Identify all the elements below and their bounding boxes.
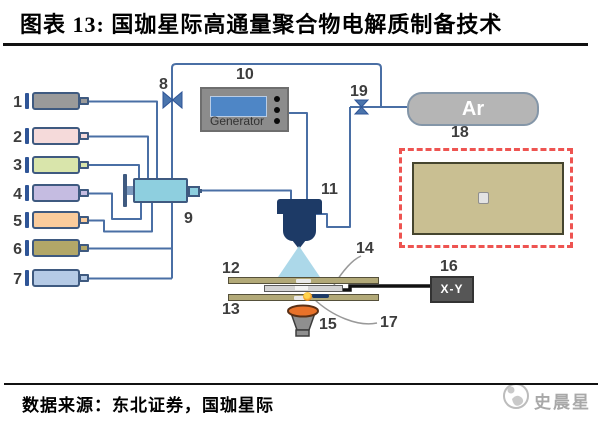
substrate-window — [295, 286, 308, 290]
sample-strip — [312, 294, 329, 298]
valve-19-icon — [353, 99, 370, 115]
figure-title: 图表 13: 国珈星际高通量聚合物电解质制备技术 — [20, 12, 503, 37]
collector-gap — [296, 278, 311, 283]
syringe-body — [32, 239, 80, 257]
syringe-plunger — [25, 270, 29, 286]
syringe-tip — [79, 274, 89, 282]
collector-gap — [294, 295, 309, 300]
label-mixer: 9 — [184, 210, 193, 227]
syringe-tip — [79, 132, 89, 140]
label-valve-8: 8 — [159, 76, 168, 93]
argon-tank: Ar — [407, 92, 539, 126]
syringe-tip — [79, 97, 89, 105]
generator-screen — [210, 96, 267, 117]
syringe-plunger — [25, 212, 29, 228]
syringe-body — [32, 211, 80, 229]
syringe-tip — [79, 161, 89, 169]
mixer-plunger — [123, 174, 127, 207]
label-5: 5 — [13, 213, 22, 230]
label-3: 3 — [13, 157, 22, 174]
label-argon-tank: 18 — [451, 124, 469, 141]
label-1: 1 — [13, 94, 22, 111]
label-collector-top: 12 — [222, 260, 240, 277]
syringe-3 — [24, 156, 90, 174]
title-underline — [3, 43, 588, 46]
generator-button — [274, 107, 280, 113]
label-xy-stage: 16 — [440, 258, 458, 275]
label-collector-bottom: 13 — [222, 301, 240, 318]
label-valve-19: 19 — [350, 83, 368, 100]
syringe-5 — [24, 211, 90, 229]
valve-8-icon — [162, 90, 183, 110]
xy-rod — [341, 284, 430, 292]
label-substrate-pointer: 14 — [356, 240, 374, 257]
syringe-4 — [24, 184, 90, 202]
spray-nozzle-body — [283, 213, 316, 241]
syringe-plunger — [25, 157, 29, 173]
nozzle-tip — [292, 240, 306, 249]
spray-nozzle-cap — [277, 199, 322, 214]
footer-rule — [4, 383, 598, 385]
syringe-body — [32, 184, 80, 202]
crucible-shape — [287, 304, 319, 337]
label-generator: 10 — [236, 66, 254, 83]
mixer-nozzle-tip — [198, 188, 202, 193]
syringe-plunger — [25, 128, 29, 144]
syringe-7 — [24, 269, 90, 287]
watermark-text: 史晨星 — [534, 393, 591, 412]
label-6: 6 — [13, 241, 22, 258]
label-4: 4 — [13, 186, 22, 203]
syringe-tip — [79, 244, 89, 252]
label-2: 2 — [13, 129, 22, 146]
syringe-plunger — [25, 185, 29, 201]
sample-highlight-box — [399, 148, 573, 248]
mixer-stem — [127, 186, 134, 195]
label-7: 7 — [13, 271, 22, 288]
syringe-1 — [24, 92, 90, 110]
sample-chip — [478, 192, 489, 204]
generator-button — [274, 118, 280, 124]
watermark-logo-icon — [503, 383, 529, 409]
xy-stage-box: X-Y — [430, 276, 474, 303]
syringe-tip — [79, 189, 89, 197]
syringe-6 — [24, 239, 90, 257]
deposition-spot — [303, 291, 312, 301]
generator-button — [274, 96, 280, 102]
mixer-body — [133, 178, 188, 203]
syringe-2 — [24, 127, 90, 145]
data-source: 数据来源：东北证券，国珈星际 — [22, 396, 274, 415]
label-spray-nozzle: 11 — [321, 181, 338, 198]
syringe-plunger — [25, 240, 29, 256]
syringe-plunger — [25, 93, 29, 109]
generator-text: Generator — [209, 114, 265, 128]
spray-cone — [278, 246, 320, 277]
label-sample-pointer: 17 — [380, 314, 398, 331]
syringe-body — [32, 269, 80, 287]
label-crucible: 15 — [319, 316, 337, 333]
pointer-line-17 — [313, 298, 378, 325]
syringe-body — [32, 156, 80, 174]
generator-box: Generator — [200, 87, 289, 132]
syringe-body — [32, 127, 80, 145]
collector-bar-top — [228, 277, 379, 284]
syringe-tip — [79, 216, 89, 224]
syringe-body — [32, 92, 80, 110]
